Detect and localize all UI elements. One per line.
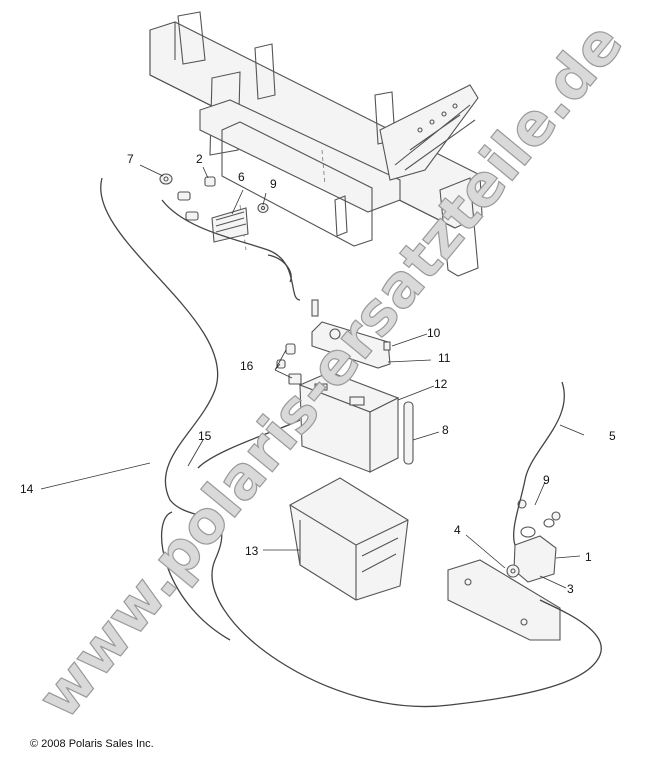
callout-13: 13 <box>245 544 259 558</box>
nut-part-7 <box>159 173 173 185</box>
callout-14: 14 <box>20 482 34 496</box>
leader-lines <box>40 164 585 589</box>
battery-box-part-13 <box>289 477 409 601</box>
cable-part-14-branch <box>160 511 231 641</box>
callout-9-upper: 9 <box>270 177 277 191</box>
bolt-top-bracket <box>311 299 319 317</box>
lead-top <box>161 199 301 301</box>
frame-assembly <box>149 11 483 277</box>
lead-top-2 <box>267 254 292 283</box>
hold-down-bracket-part-11 <box>311 321 391 369</box>
bolt-part-10 <box>383 341 391 351</box>
frame-mount-dashed-line <box>321 149 326 186</box>
cable-part-15 <box>197 419 301 469</box>
callout-2: 2 <box>196 152 203 166</box>
callout-7: 7 <box>127 152 134 166</box>
callout-11: 11 <box>438 351 451 365</box>
bolt-upper-left <box>177 191 199 221</box>
callout-16: 16 <box>240 359 254 373</box>
solenoid-mount-bracket <box>447 559 561 641</box>
callout-5: 5 <box>609 429 616 443</box>
battery-part-12 <box>298 371 400 473</box>
callout-6: 6 <box>238 170 245 184</box>
callout-3: 3 <box>567 582 574 596</box>
callout-9-lower: 9 <box>543 473 550 487</box>
copyright-notice: © 2008 Polaris Sales Inc. <box>30 738 154 750</box>
solenoid-part-1 <box>513 518 557 583</box>
bolt-part-2 <box>204 176 216 187</box>
cable-part-14 <box>100 177 602 708</box>
callout-12: 12 <box>434 377 448 391</box>
callout-10: 10 <box>427 326 441 340</box>
nut-part-4 <box>506 564 520 578</box>
cable-part-5 <box>513 381 565 546</box>
callout-15: 15 <box>198 429 212 443</box>
callout-4: 4 <box>454 523 461 537</box>
callout-8: 8 <box>442 423 449 437</box>
callout-labels: 1 2 3 4 5 6 7 8 9 9 10 11 12 13 14 15 16 <box>20 152 616 596</box>
terminal-block-part-6 <box>211 207 249 243</box>
callout-1: 1 <box>585 550 592 564</box>
vent-tube-part-8 <box>403 401 414 465</box>
screw-part-9-lower <box>517 499 561 521</box>
